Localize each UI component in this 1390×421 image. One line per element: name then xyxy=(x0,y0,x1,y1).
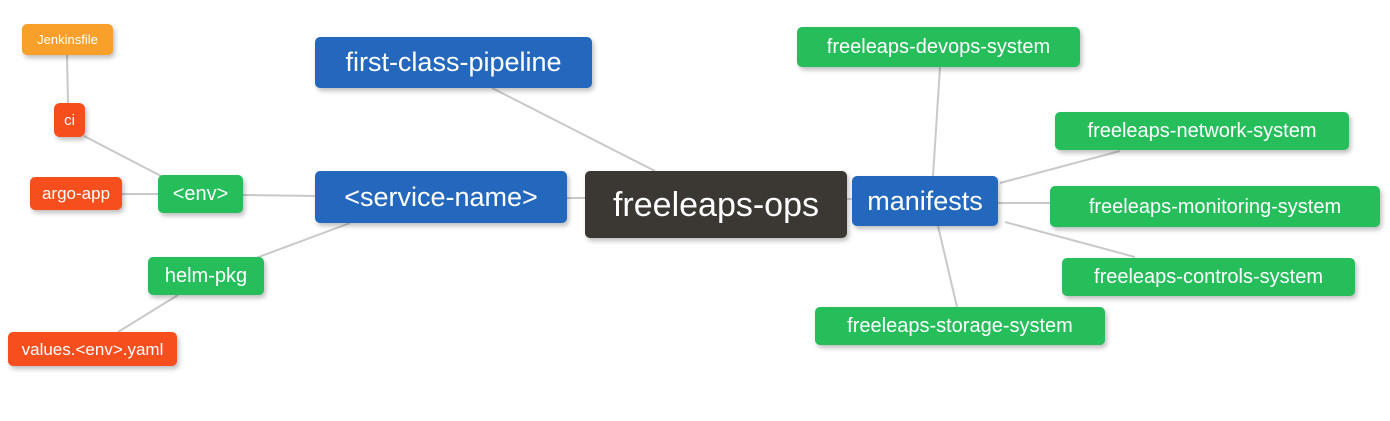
node-values-env-yaml[interactable]: values.<env>.yaml xyxy=(8,332,177,366)
node-argo-app[interactable]: argo-app xyxy=(30,177,122,210)
node-freeleaps-ops-root[interactable]: freeleaps-ops xyxy=(585,171,847,238)
edge-manifests-controls xyxy=(1004,221,1136,258)
edge-jenkinsfile-ci xyxy=(66,54,69,104)
node-freeleaps-network-system[interactable]: freeleaps-network-system xyxy=(1055,112,1349,150)
edge-ci-env xyxy=(83,135,162,177)
node-manifests[interactable]: manifests xyxy=(852,176,998,226)
edge-values-helm-pkg xyxy=(117,294,179,333)
node-first-class-pipeline[interactable]: first-class-pipeline xyxy=(315,37,592,88)
edge-manifests-storage xyxy=(937,225,958,308)
edge-helm-pkg-service-name xyxy=(255,222,351,259)
edge-env-service-name xyxy=(242,194,316,197)
node-ci[interactable]: ci xyxy=(54,103,85,137)
edge-pipeline-ops xyxy=(491,87,656,172)
edge-manifests-devops xyxy=(932,66,941,177)
node-service-name[interactable]: <service-name> xyxy=(315,171,567,223)
node-freeleaps-monitoring-system[interactable]: freeleaps-monitoring-system xyxy=(1050,186,1380,227)
node-jenkinsfile[interactable]: Jenkinsfile xyxy=(22,24,113,55)
node-freeleaps-storage-system[interactable]: freeleaps-storage-system xyxy=(815,307,1105,345)
edge-manifests-network xyxy=(999,150,1121,184)
node-helm-pkg[interactable]: helm-pkg xyxy=(148,257,264,295)
node-freeleaps-devops-system[interactable]: freeleaps-devops-system xyxy=(797,27,1080,67)
node-env[interactable]: <env> xyxy=(158,175,243,213)
node-freeleaps-controls-system[interactable]: freeleaps-controls-system xyxy=(1062,258,1355,296)
